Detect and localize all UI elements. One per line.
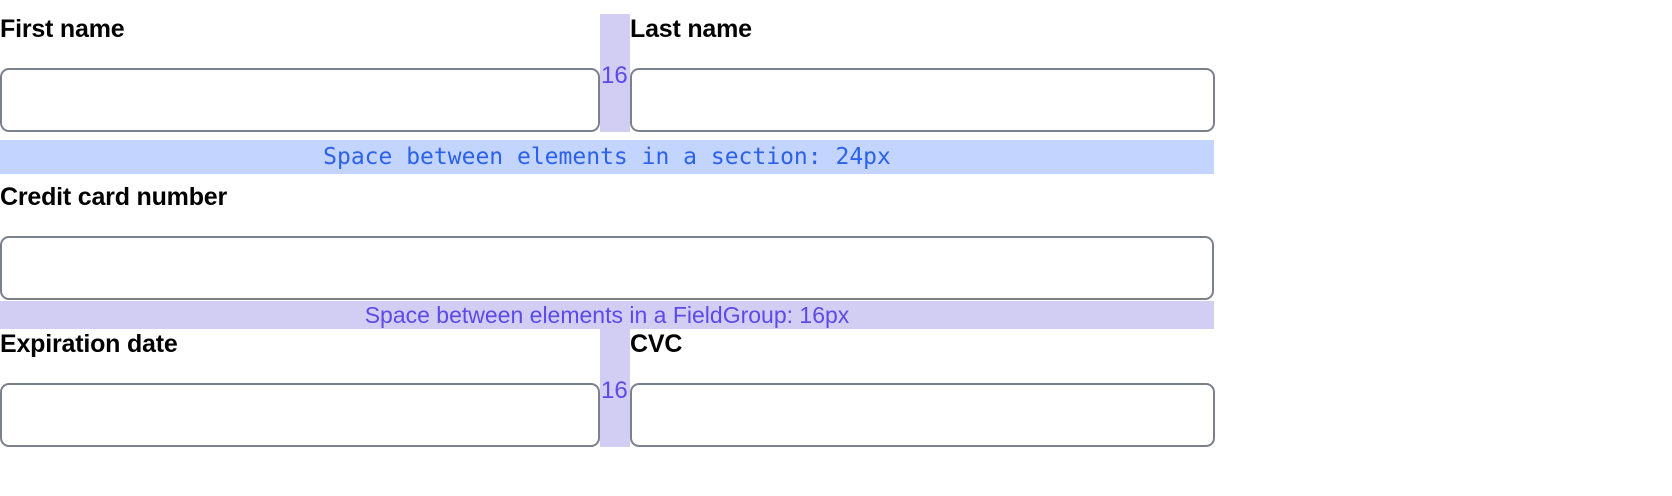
field-cvc: CVC [630, 329, 1278, 447]
input-wrap-credit-card-number [0, 236, 1214, 300]
input-wrap-cvc [630, 383, 1215, 447]
input-first-name[interactable] [0, 68, 600, 132]
field-label-credit-card-number: Credit card number [0, 183, 228, 211]
annotation-section-spacing-text: Space between elements in a section: 24p… [323, 144, 891, 170]
input-wrap-first-name [0, 68, 600, 132]
form-content: First name 16 Last name Space between el… [0, 14, 1278, 447]
input-last-name[interactable] [630, 68, 1215, 132]
field-label-first-name: First name [0, 15, 125, 43]
input-wrap-last-name [630, 68, 1215, 132]
annotation-fieldgroup-spacing-text: Space between elements in a FieldGroup: … [364, 301, 850, 328]
gap-strip [600, 14, 630, 132]
field-first-name: First name [0, 14, 600, 132]
column-gap-band-expiry-row: 16 [600, 329, 630, 447]
field-label-expiration-date: Expiration date [0, 330, 178, 358]
input-wrap-expiration-date [0, 383, 600, 447]
gap-value-label: 16 [601, 62, 628, 89]
field-label-last-name: Last name [630, 15, 752, 43]
column-gap-band-name-row: 16 [600, 14, 630, 132]
gap-value-label: 16 [601, 377, 628, 404]
input-cvc[interactable] [630, 383, 1215, 447]
annotation-fieldgroup-spacing: Space between elements in a FieldGroup: … [0, 301, 1214, 329]
annotation-section-spacing: Space between elements in a section: 24p… [0, 140, 1214, 174]
input-credit-card-number[interactable] [0, 236, 1214, 300]
field-credit-card-number: Credit card number [0, 182, 1278, 300]
input-expiration-date[interactable] [0, 383, 600, 447]
field-label-cvc: CVC [630, 330, 683, 358]
form-row-name: First name 16 Last name [0, 14, 1278, 132]
gap-strip [600, 329, 630, 447]
field-last-name: Last name [630, 14, 1278, 132]
form-row-expiry: Expiration date 16 CVC [0, 329, 1278, 447]
field-expiration-date: Expiration date [0, 329, 600, 447]
